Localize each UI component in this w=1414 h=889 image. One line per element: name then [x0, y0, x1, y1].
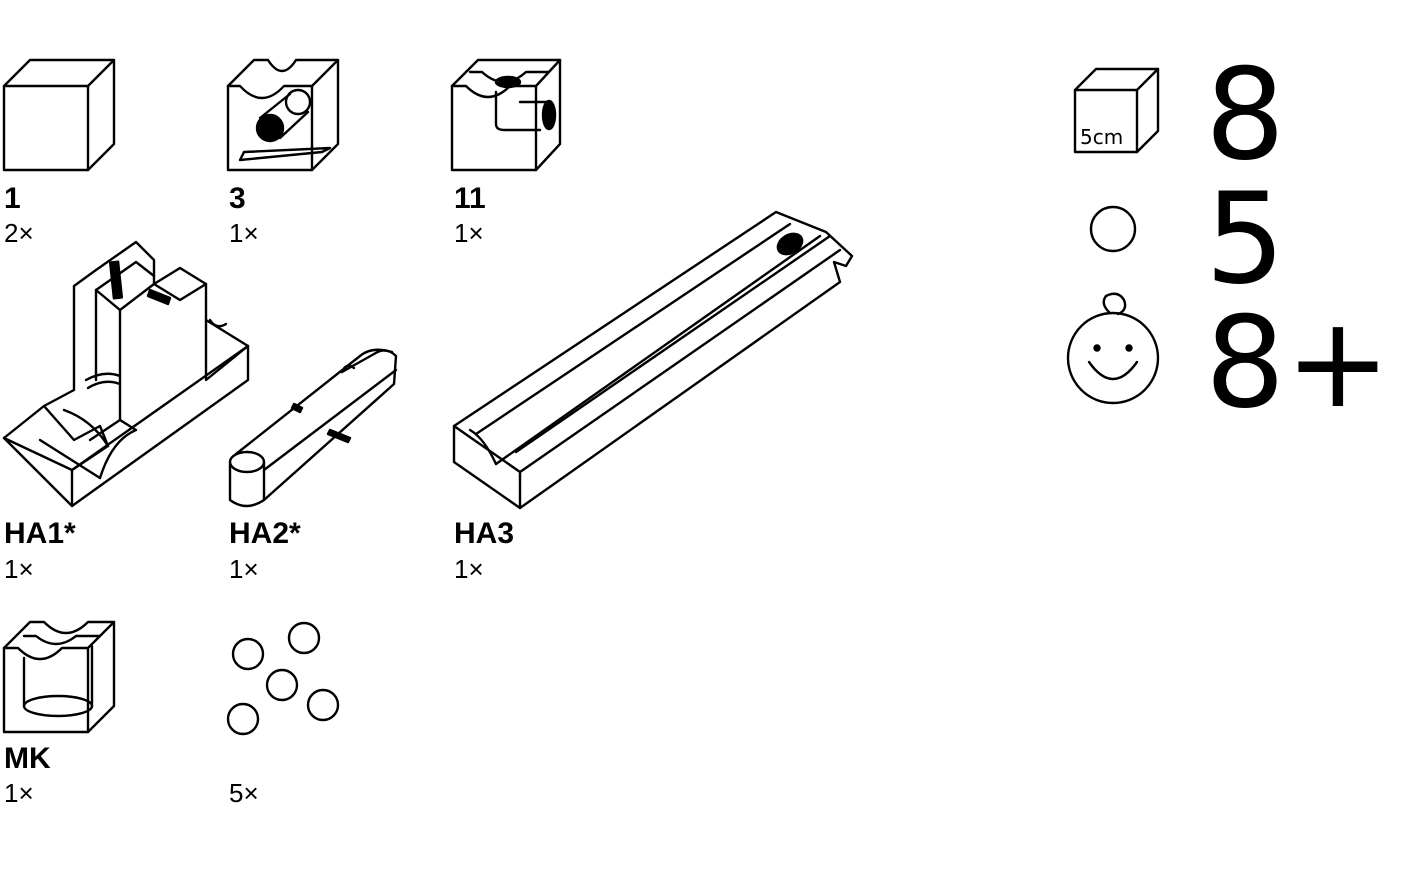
part-qty-11: 1×: [454, 218, 484, 248]
part-code-ha1: HA1*: [4, 517, 76, 550]
child-face-icon: [1066, 292, 1160, 405]
part-mk-icon: [2, 620, 116, 734]
part-code-mk: MK: [4, 742, 51, 775]
cube-icon: [1073, 67, 1160, 154]
part-code-1: 1: [4, 182, 21, 215]
part-qty-ha3: 1×: [454, 554, 484, 584]
balls-group-icon: [226, 621, 340, 736]
part-qty-1: 2×: [4, 218, 34, 248]
part-ha2-icon: [228, 348, 398, 508]
part-ha3-icon: [452, 210, 854, 510]
part-11-tunnel-cube-icon: [450, 58, 562, 172]
ball-count: 5: [1205, 165, 1286, 312]
part-1-cube-icon: [2, 58, 116, 172]
age-rating: 8+: [1205, 289, 1391, 436]
part-qty-ha1: 1×: [4, 554, 34, 584]
part-code-11: 11: [454, 182, 486, 215]
part-code-ha3: HA3: [454, 517, 515, 550]
block-count: 8: [1205, 41, 1286, 188]
part-ha1-icon: [2, 240, 250, 508]
part-qty-balls: 5×: [229, 778, 259, 808]
part-code-ha2: HA2*: [229, 517, 301, 550]
part-3-curve-cube-icon: [226, 58, 340, 172]
part-qty-mk: 1×: [4, 778, 34, 808]
part-code-3: 3: [229, 182, 246, 215]
part-qty-3: 1×: [229, 218, 259, 248]
ball-icon: [1089, 205, 1137, 253]
part-qty-ha2: 1×: [229, 554, 259, 584]
cube-size-label: 5cm: [1080, 125, 1124, 149]
